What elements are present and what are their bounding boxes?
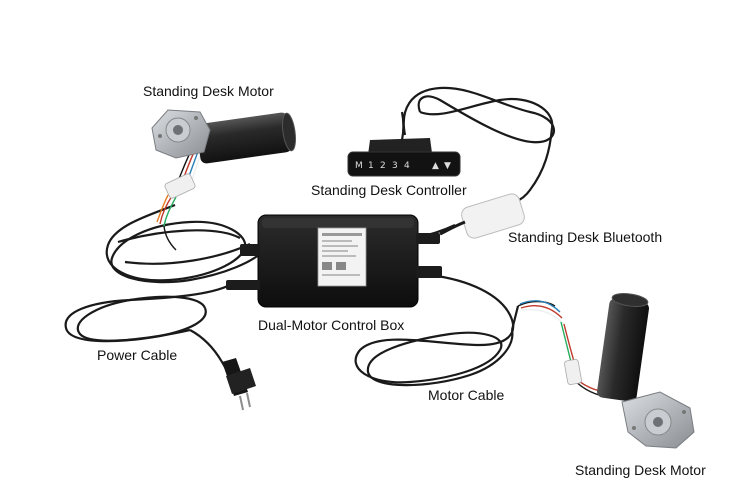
key-1: 1	[368, 161, 374, 171]
left-cable-bundle	[64, 203, 263, 389]
key-4: 4	[404, 161, 410, 171]
label-motor-cable: Motor Cable	[428, 387, 505, 403]
label-bluetooth: Standing Desk Bluetooth	[508, 229, 663, 245]
controller-keypad-icon: M 1 2 3 4 ▲ ▼	[347, 111, 461, 177]
key-up: ▲	[432, 161, 439, 171]
power-plug-icon	[222, 358, 256, 411]
label-motor-top: Standing Desk Motor	[143, 83, 274, 99]
key-3: 3	[392, 161, 398, 171]
key-m: M	[355, 161, 363, 171]
label-controller: Standing Desk Controller	[311, 182, 467, 198]
label-power-cable: Power Cable	[97, 347, 178, 363]
label-control-box: Dual-Motor Control Box	[258, 317, 405, 333]
key-2: 2	[380, 161, 386, 171]
motor-cable	[354, 273, 520, 387]
key-down: ▼	[444, 161, 451, 171]
desk-motor-icon	[517, 293, 695, 449]
label-motor-bottom: Standing Desk Motor	[575, 462, 706, 478]
control-box-icon	[226, 214, 442, 308]
desk-motor-icon	[151, 109, 297, 251]
bluetooth-module-icon	[439, 193, 525, 239]
